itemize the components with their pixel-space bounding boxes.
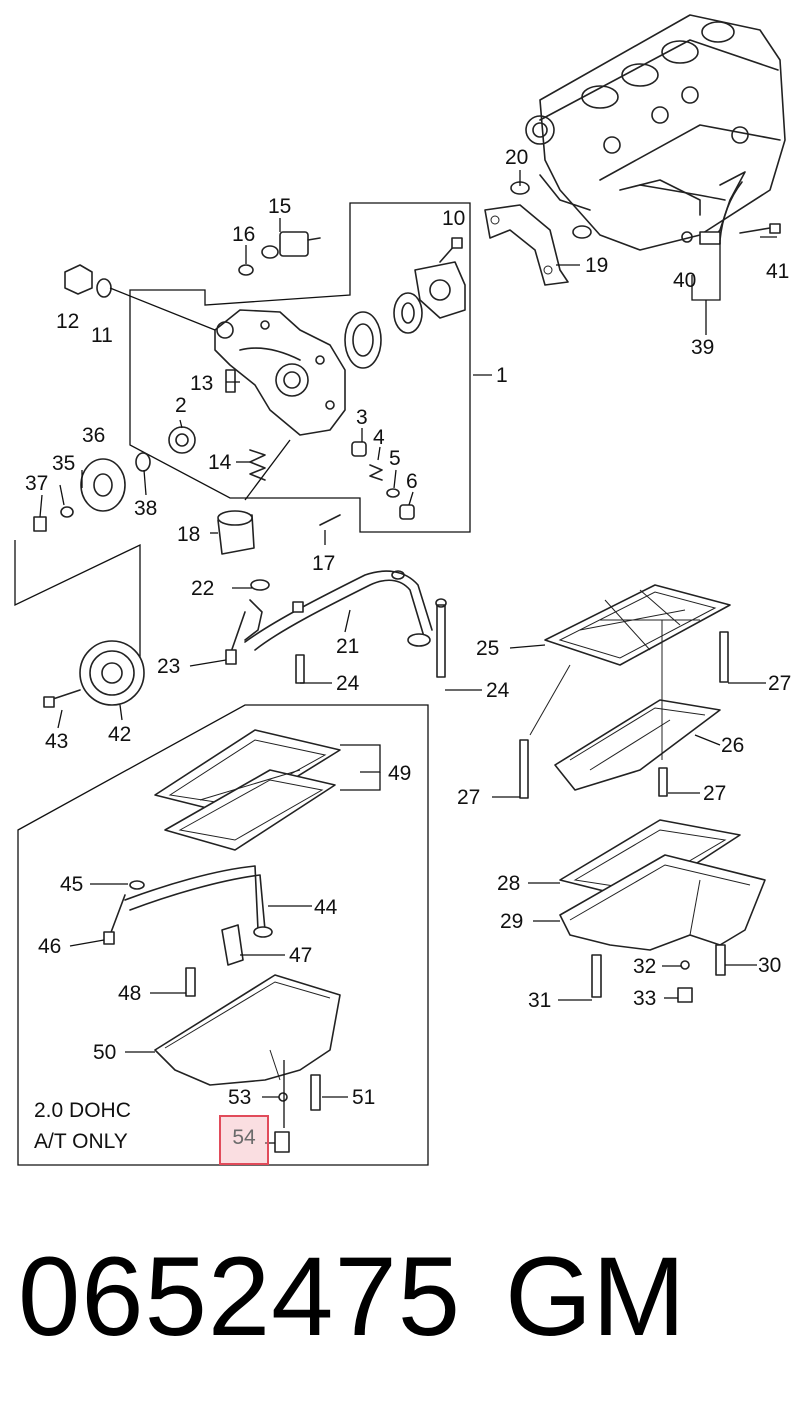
- callout: 42: [108, 723, 131, 746]
- callout: 2: [175, 394, 187, 417]
- callout: 25: [476, 637, 499, 660]
- callout: 6: [406, 470, 418, 493]
- callout: 20: [505, 146, 528, 169]
- engine-variant-note-line2: A/T ONLY: [34, 1130, 128, 1153]
- callout: 38: [134, 497, 157, 520]
- callout: 51: [352, 1086, 375, 1109]
- callout: 50: [93, 1041, 116, 1064]
- callout: 37: [25, 472, 48, 495]
- engine-variant-note-line1: 2.0 DOHC: [34, 1099, 131, 1122]
- at-only-group-drawing: [17, 704, 429, 1166]
- highlighted-part-label: 54: [232, 1126, 256, 1149]
- callout: 1: [496, 364, 508, 387]
- callout: 16: [232, 223, 255, 246]
- callout: 32: [633, 955, 656, 978]
- callout: 10: [442, 207, 465, 230]
- callout: 23: [157, 655, 180, 678]
- callout: 31: [528, 989, 551, 1012]
- callout: 53: [228, 1086, 251, 1109]
- callout: 17: [312, 552, 335, 575]
- callout: 27: [703, 782, 726, 805]
- callout: 39: [691, 336, 714, 359]
- callout: 46: [38, 935, 61, 958]
- callout: 13: [190, 372, 213, 395]
- part-number: 0652475: [18, 1234, 462, 1359]
- callout: 49: [388, 762, 411, 785]
- callout: 11: [91, 324, 113, 347]
- callout: 44: [314, 896, 338, 919]
- callout: 35: [52, 452, 75, 475]
- callout: 40: [673, 269, 696, 292]
- callout: 12: [56, 310, 79, 333]
- callout: 47: [289, 944, 312, 967]
- callout: 48: [118, 982, 141, 1005]
- callout: 15: [268, 195, 291, 218]
- crank-pulley-drawing: [14, 452, 151, 708]
- callout: 45: [60, 873, 83, 896]
- callout: 18: [177, 523, 200, 546]
- callout: 33: [633, 987, 656, 1010]
- callout: 26: [721, 734, 744, 757]
- callout: 3: [356, 406, 368, 429]
- callout: 28: [497, 872, 520, 895]
- callout: 24: [486, 679, 510, 702]
- callout: 5: [389, 447, 401, 470]
- callout: 14: [208, 451, 232, 474]
- oil-pan-right-drawing: [519, 584, 766, 1003]
- callout: 27: [457, 786, 480, 809]
- callout-labels: 1 2 3 4 5 6 10 11 12 13 14 15 16 17 18 1…: [25, 146, 791, 1109]
- callout: 19: [585, 254, 608, 277]
- callout: 24: [336, 672, 360, 695]
- oil-strainer-drawing: [225, 570, 447, 684]
- callout: 43: [45, 730, 68, 753]
- brand-name: GM: [505, 1234, 686, 1359]
- callout: 4: [373, 426, 385, 449]
- exploded-parts-diagram: 1 2 3 4 5 6 10 11 12 13 14 15 16 17 18 1…: [14, 14, 791, 1166]
- callout: 21: [336, 635, 359, 658]
- callout: 29: [500, 910, 523, 933]
- callout: 27: [768, 672, 791, 695]
- engine-block-drawing: [484, 14, 786, 286]
- leader-lines: [39, 170, 777, 1144]
- callout: 36: [82, 424, 105, 447]
- callout: 22: [191, 577, 214, 600]
- callout: 30: [758, 954, 781, 977]
- oil-pump-drawing: [64, 202, 471, 555]
- callout: 41: [766, 260, 789, 283]
- highlighted-part-box[interactable]: [219, 1115, 269, 1165]
